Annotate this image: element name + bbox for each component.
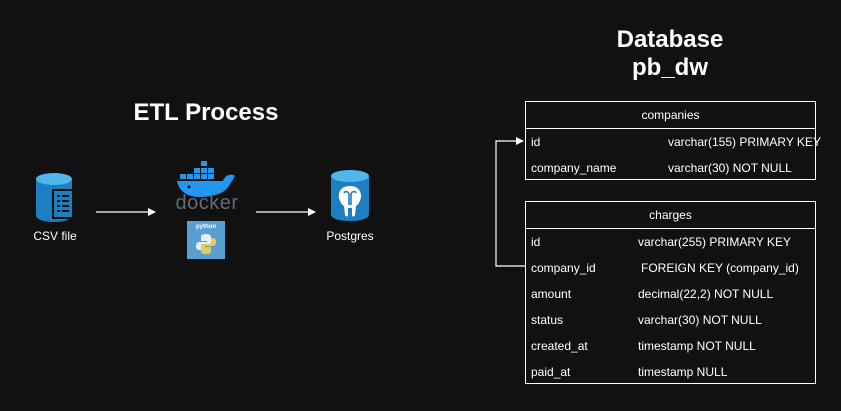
column-type: varchar(255) PRIMARY KEY: [638, 235, 791, 249]
postgres-elephant-icon: [331, 170, 369, 221]
table-row: id varchar(155) PRIMARY KEY: [526, 129, 821, 155]
python-logo-icon: python: [187, 221, 225, 259]
database-title: Database pb_dw: [590, 26, 750, 82]
docker-wordmark: docker: [175, 192, 239, 214]
database-document-icon: [36, 173, 74, 222]
column-type: varchar(30) NOT NULL: [668, 161, 792, 175]
column-name: company_id: [531, 261, 596, 275]
column-type: timestamp NOT NULL: [638, 339, 756, 353]
relation-charges-company-id-to-companies-id: [495, 137, 525, 267]
table-row: amount decimal(22,2) NOT NULL: [526, 281, 815, 307]
csv-file-label: CSV file: [33, 229, 77, 243]
table-row: id varchar(255) PRIMARY KEY: [526, 229, 815, 255]
charges-table: charges id varchar(255) PRIMARY KEY comp…: [525, 201, 816, 384]
column-name: company_name: [531, 161, 617, 175]
docker-whale-icon: [177, 161, 235, 197]
column-type: FOREIGN KEY (company_id): [641, 261, 799, 275]
column-name: created_at: [531, 339, 588, 353]
column-name: status: [531, 313, 564, 327]
table-row: paid_at timestamp NULL: [526, 359, 815, 385]
companies-table-header: companies: [526, 102, 815, 129]
companies-table: companies id varchar(155) PRIMARY KEY co…: [525, 101, 821, 181]
table-row: status varchar(30) NOT NULL: [526, 307, 815, 333]
column-name: amount: [531, 287, 572, 301]
python-snakes-icon: [196, 234, 216, 254]
table-row: created_at timestamp NOT NULL: [526, 333, 815, 359]
column-type: timestamp NULL: [638, 365, 728, 379]
column-type: varchar(30) NOT NULL: [638, 313, 762, 327]
database-title-line1: Database: [616, 26, 724, 53]
postgres-label: Postgres: [326, 229, 374, 243]
table-row: company_name varchar(30) NOT NULL: [526, 155, 815, 181]
table-row: company_id FOREIGN KEY (company_id): [526, 255, 815, 281]
column-name: id: [531, 135, 541, 149]
column-name: paid_at: [531, 365, 571, 379]
database-name: pb_dw: [632, 54, 708, 81]
etl-process-title: ETL Process: [133, 99, 279, 126]
charges-table-header: charges: [526, 202, 815, 229]
column-type: varchar(155) PRIMARY KEY: [668, 135, 821, 149]
column-type: decimal(22,2) NOT NULL: [638, 287, 774, 301]
python-wordmark: python: [196, 224, 216, 230]
column-name: id: [531, 235, 541, 249]
